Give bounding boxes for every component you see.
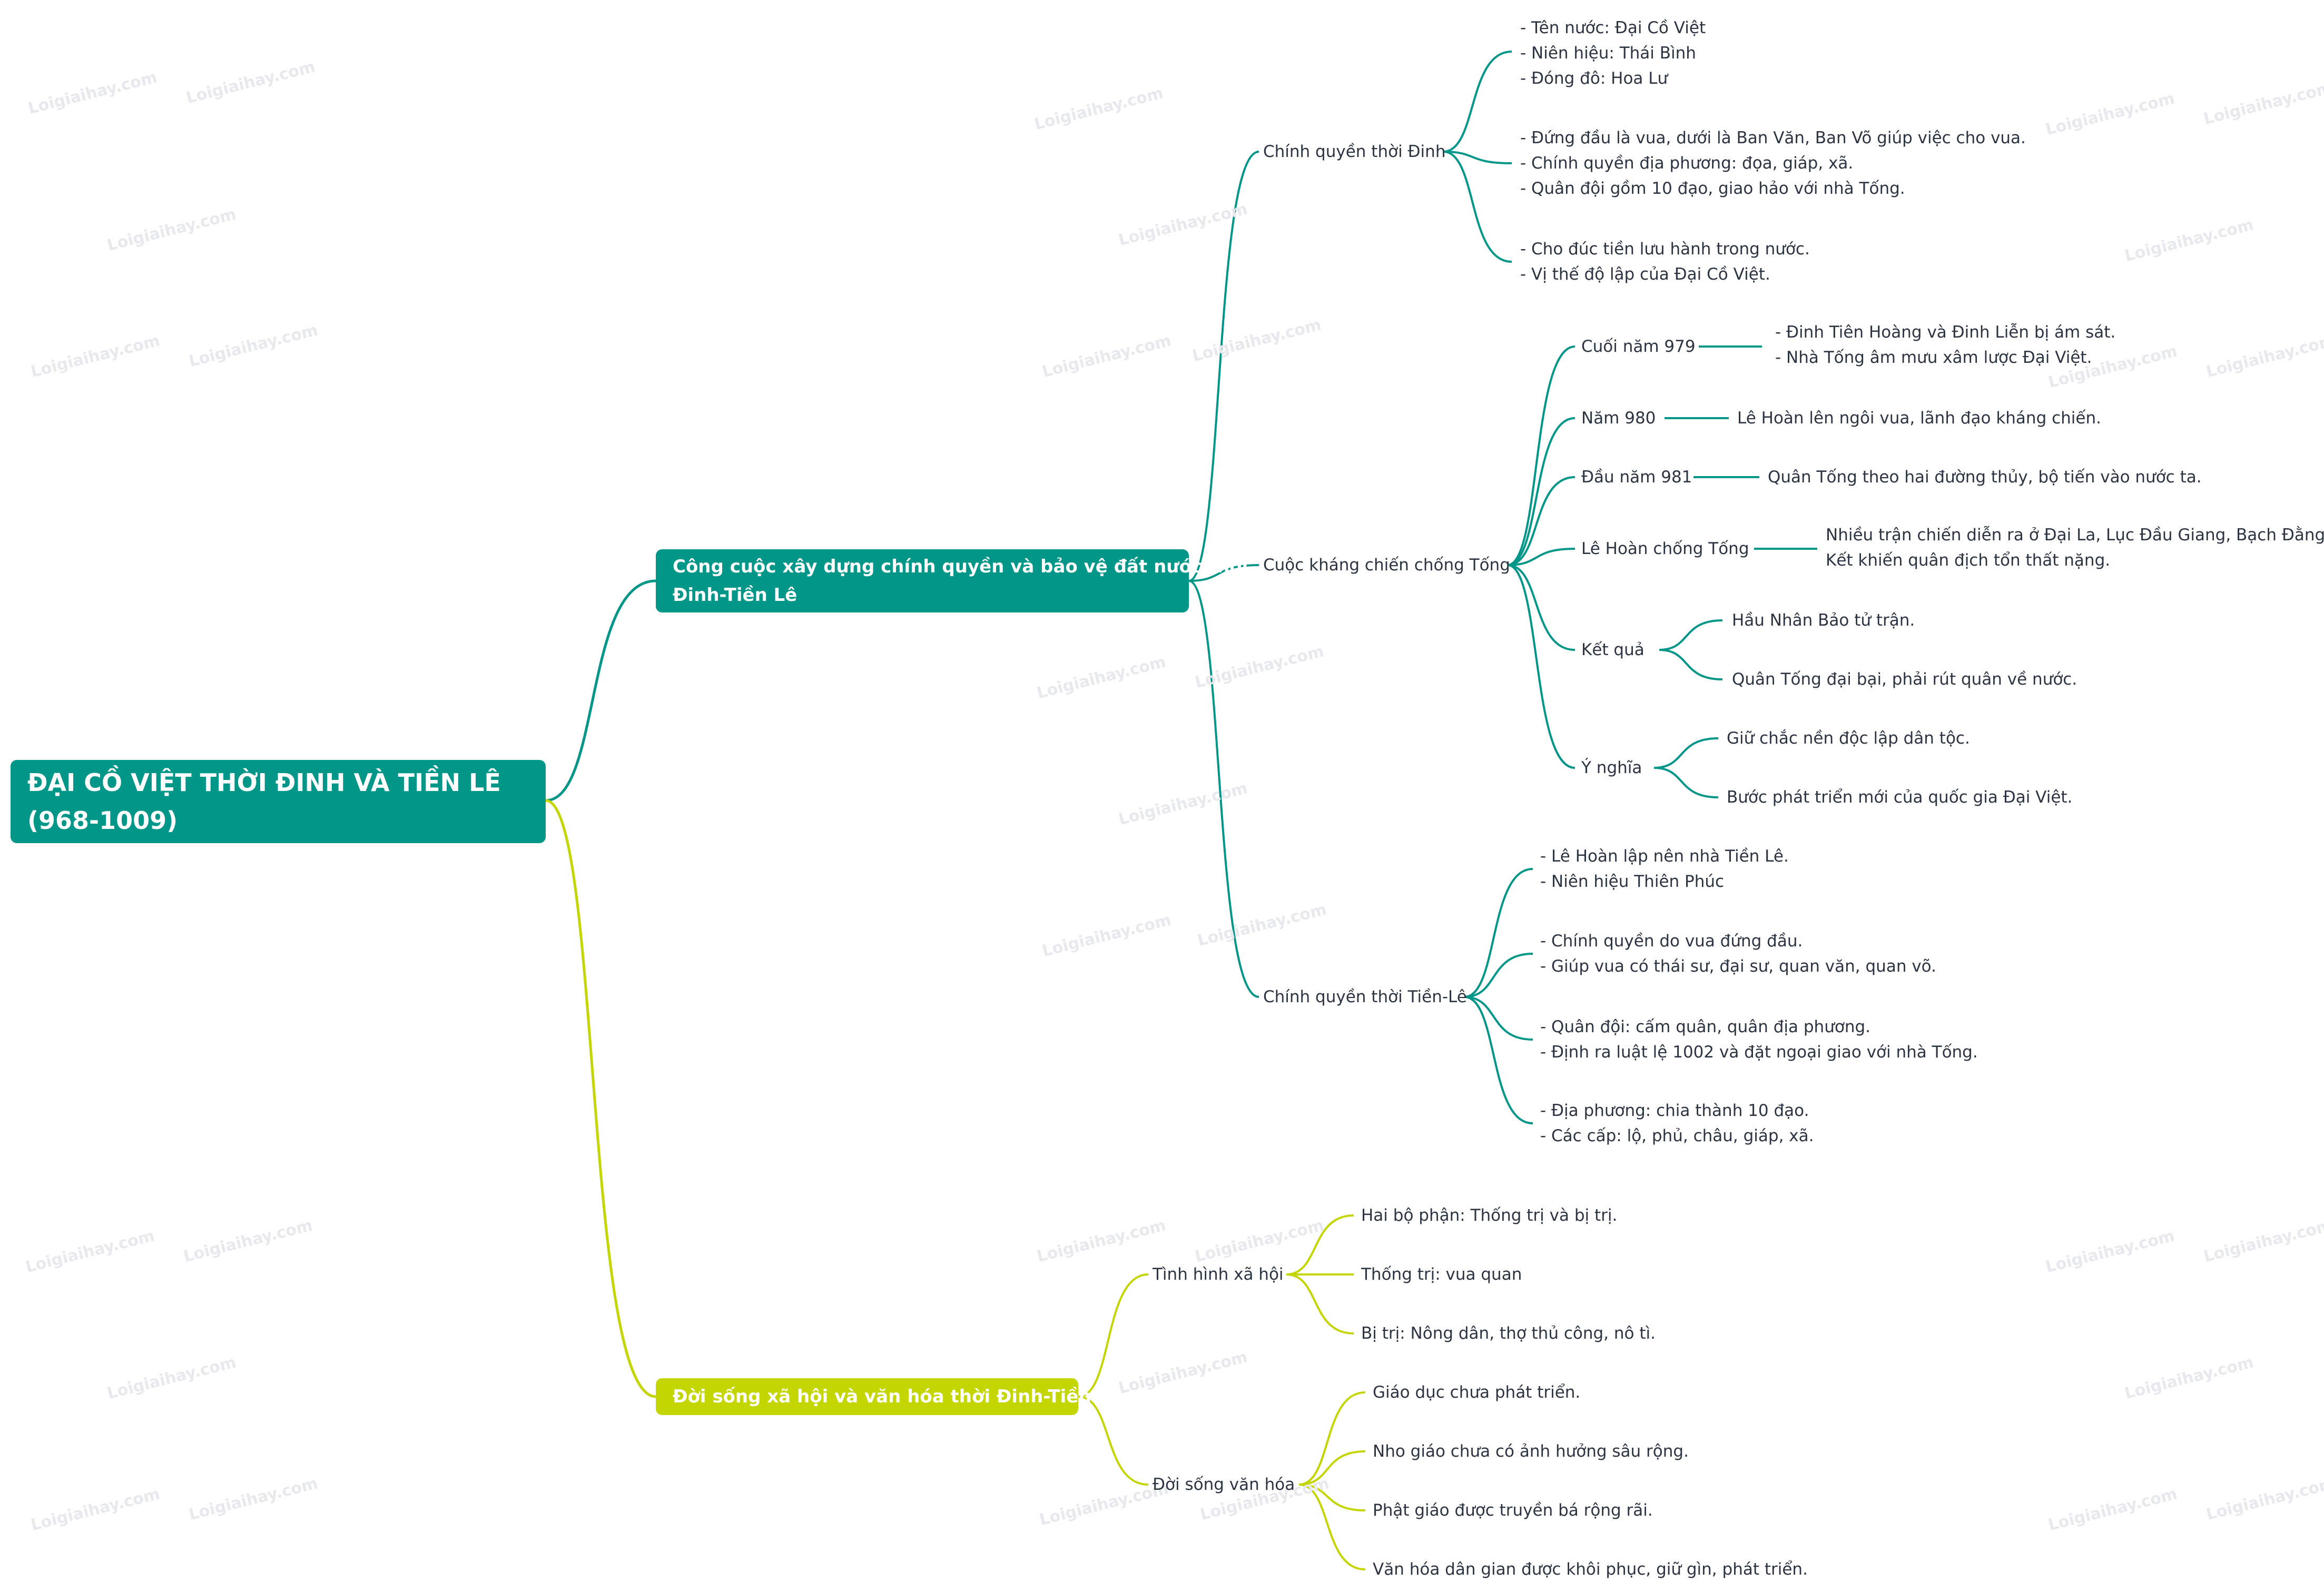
detail-981: Quân Tống theo hai đường thủy, bộ tiến v… [1768,468,2202,487]
leaf-tienle-local: - Địa phương: chia thành 10 đạo. - Các c… [1540,1101,1814,1145]
leaf-culture-4: Văn hóa dân gian được khôi phục, giữ gìn… [1373,1560,1808,1579]
leaf-dinh-currency: - Cho đúc tiền lưu hành trong nước. - Vị… [1520,240,1810,284]
connector-line [1298,1450,1366,1486]
leaf-society-2: Thống trị: vua quan [1361,1265,1522,1284]
connector-line [1659,649,1723,680]
connector-line [1653,737,1719,769]
topic-social-situation[interactable]: Tình hình xã hội [1153,1265,1284,1284]
item-le-hoan[interactable]: Lê Hoàn chống Tống [1581,539,1749,558]
detail-meaning-2: Bước phát triển mới của quốc gia Đại Việ… [1727,788,2073,807]
connector-line [1188,580,1259,998]
connector-line [1464,868,1533,998]
detail-979: - Đinh Tiên Hoàng và Đinh Liễn bị ám sát… [1775,323,2116,367]
detail-result-2: Quân Tống đại bại, phải rút quân về nước… [1732,670,2077,689]
connector-line [1464,953,1533,998]
topic-cultural-life[interactable]: Đời sống văn hóa [1153,1475,1295,1494]
leaf-dinh-structure: - Đứng đầu là vua, dưới là Ban Văn, Ban … [1520,128,2026,198]
root-topic[interactable]: ĐẠI CỒ VIỆT THỜI ĐINH VÀ TIỀN LÊ (968-10… [11,760,546,843]
item-early-981[interactable]: Đầu năm 981 [1581,468,1692,487]
connector-line [1188,564,1259,582]
topic-dinh-government[interactable]: Chính quyền thời Đinh [1263,142,1446,161]
item-980[interactable]: Năm 980 [1581,409,1656,428]
topic-tienle-government[interactable]: Chính quyền thời Tiền-Lê [1263,987,1467,1006]
connector-line [1078,1396,1149,1486]
connector-line [1298,1391,1366,1486]
connector-line [1443,151,1512,164]
connector-line [1464,996,1533,1041]
leaf-culture-1: Giáo dục chưa phát triển. [1373,1383,1581,1402]
connector-line [1659,619,1723,651]
item-result[interactable]: Kết quả [1581,640,1644,659]
leaf-culture-3: Phật giáo được truyền bá rộng rãi. [1373,1501,1653,1520]
leaf-tienle-founding: - Lê Hoàn lập nên nhà Tiền Lê. - Niên hi… [1540,847,1789,891]
connector-line [1298,1484,1366,1511]
connector-line [1443,151,1512,263]
leaf-society-3: Bị trị: Nông dân, thợ thủ công, nô tì. [1361,1324,1656,1343]
connector-line [1507,564,1575,769]
leaf-tienle-army: - Quân đội: cấm quân, quân địa phương. -… [1540,1017,1978,1062]
leaf-dinh-name: - Tên nước: Đại Cồ Việt - Niên hiệu: Thá… [1520,18,1706,88]
connector-line [1507,417,1575,566]
connector-line [1653,767,1719,798]
detail-result-1: Hầu Nhân Bảo tử trận. [1732,611,1915,630]
detail-meaning-1: Giữ chắc nền độc lập dân tộc. [1727,729,1970,748]
branch-society-culture[interactable]: Đời sống xã hội và văn hóa thời Đinh-Tiề… [656,1378,1121,1415]
detail-battles: Nhiều trận chiến diễn ra ở Đại La, Lục Đ… [1826,526,2324,570]
connector-line [1188,151,1259,582]
connector-line [1078,1273,1149,1398]
item-meaning[interactable]: Ý nghĩa [1581,758,1642,777]
connector-line [1298,1484,1366,1570]
connector-line [545,579,656,802]
connector-line [545,799,656,1398]
item-late-979[interactable]: Cuối năm 979 [1581,337,1696,356]
topic-resistance-song[interactable]: Cuộc kháng chiến chống Tống [1263,556,1510,575]
leaf-society-1: Hai bộ phận: Thống trị và bị trị. [1361,1206,1618,1225]
connector-line [1507,345,1575,566]
connector-line [1507,476,1575,566]
connector-line [1464,996,1533,1124]
detail-980: Lê Hoàn lên ngôi vua, lãnh đạo kháng chi… [1737,409,2101,428]
connector-line [1443,51,1512,153]
branch-government-defense[interactable]: Công cuộc xây dựng chính quyền và bảo vệ… [656,549,1248,612]
connector-line [1286,1273,1354,1334]
connector-line [1507,548,1575,566]
connector-line [1286,1214,1354,1276]
connector-line [1507,564,1575,651]
leaf-culture-2: Nho giáo chưa có ảnh hưởng sâu rộng. [1373,1442,1689,1461]
leaf-tienle-government: - Chính quyền do vua đứng đầu. - Giúp vu… [1540,932,1936,976]
